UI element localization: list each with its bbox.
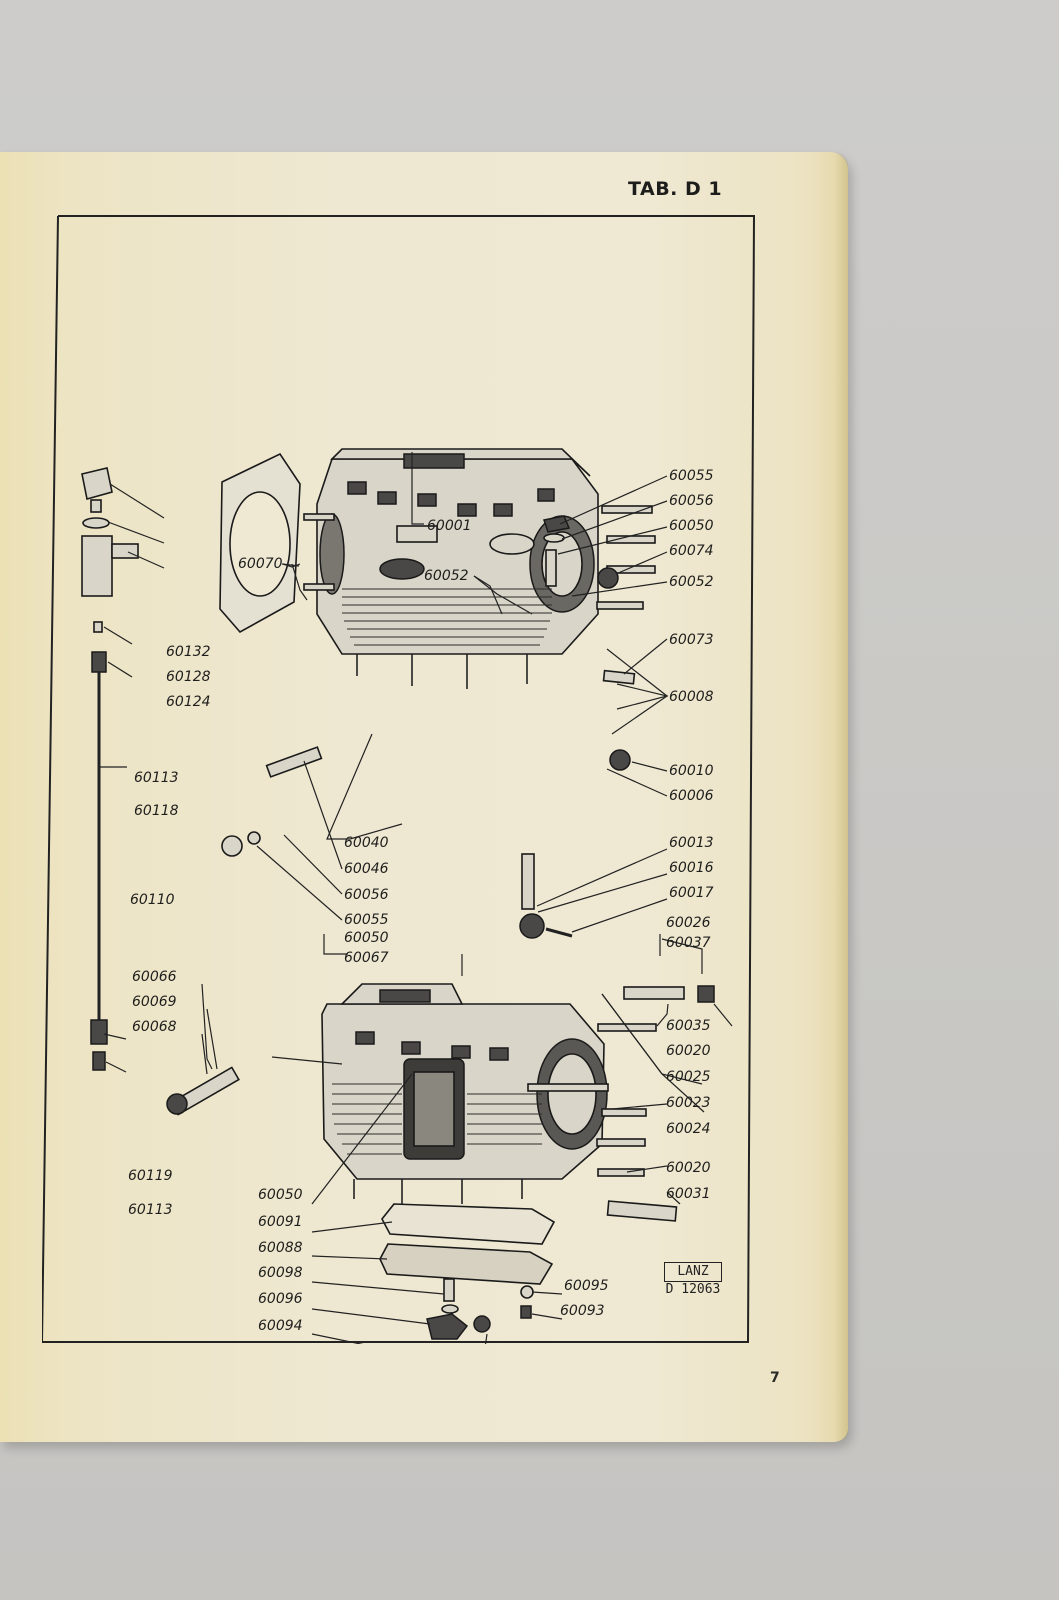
tab-label: TAB. D 1 <box>628 178 723 200</box>
part-label: 60001 <box>427 518 472 534</box>
part-labels-upper-center: 60001 60052 60070 <box>238 518 472 584</box>
part-label: 60024 <box>666 1121 711 1137</box>
page-edge-shading <box>834 152 848 1442</box>
part-label: 60119 <box>128 1168 173 1184</box>
part-label: 60010 <box>669 763 714 779</box>
part-label: 60073 <box>669 632 714 648</box>
part-label: 60046 <box>344 861 389 877</box>
lower-crankcase-illustration <box>321 983 657 1204</box>
part-label: 60110 <box>130 892 175 908</box>
part-label: 60017 <box>669 885 714 901</box>
frame-border <box>42 215 756 1343</box>
part-label: 60118 <box>134 803 179 819</box>
part-label: 60128 <box>166 669 211 685</box>
part-label: 60040 <box>344 835 389 851</box>
part-label: 60025 <box>666 1069 711 1085</box>
part-label: 60020 <box>666 1160 711 1176</box>
part-label: 60037 <box>666 935 711 951</box>
part-label: 60008 <box>669 689 714 705</box>
part-label: 60113 <box>128 1202 173 1218</box>
exploded-parts-diagram: 60055 60056 60050 60074 60052 60073 6000… <box>42 215 756 1344</box>
part-label: 60050 <box>344 930 389 946</box>
maker-mark-logo: LANZ <box>664 1262 722 1282</box>
part-label: 60016 <box>669 860 714 876</box>
part-label: 60095 <box>564 1278 609 1294</box>
part-label: 60050 <box>258 1187 303 1203</box>
part-label: 60056 <box>344 887 389 903</box>
part-label: 60013 <box>669 835 714 851</box>
part-label: 60098 <box>258 1265 303 1281</box>
part-label: 60124 <box>166 694 211 710</box>
fitting-assembly <box>81 467 139 1071</box>
part-label: 60035 <box>666 1018 711 1034</box>
part-label: 60113 <box>134 770 179 786</box>
part-labels-middle-right: 60013 60016 60017 60026 60037 60035 6002… <box>666 835 714 1202</box>
part-labels-upper-right: 60055 60056 60050 60074 60052 60073 6000… <box>669 468 714 804</box>
part-label: 60006 <box>669 788 714 804</box>
part-labels-middle-left: 60040 60046 60056 60055 60050 60067 <box>344 835 389 966</box>
gasket-60070 <box>219 452 301 634</box>
upper-crankcase-illustration <box>303 448 656 689</box>
part-label: 60069 <box>132 994 177 1010</box>
part-label: 60093 <box>560 1303 605 1319</box>
stud-and-nut-parts <box>221 515 636 939</box>
part-label: 60026 <box>666 915 711 931</box>
part-label: 60070 <box>238 556 283 572</box>
part-label: 60052 <box>424 568 469 584</box>
part-label: 60066 <box>132 969 177 985</box>
manual-page: TAB. D 1 <box>0 152 848 1442</box>
part-labels-bottom: 60050 60091 60088 60098 60096 60094 6009… <box>258 1187 609 1334</box>
part-label: 60056 <box>669 493 714 509</box>
part-label: 60023 <box>666 1095 711 1111</box>
part-label: 60067 <box>344 950 389 966</box>
page-number: 7 <box>770 1370 780 1386</box>
part-label: 60052 <box>669 574 714 590</box>
part-label: 60091 <box>258 1214 303 1230</box>
part-label: 60088 <box>258 1240 303 1256</box>
part-label: 60055 <box>344 912 389 928</box>
part-labels-lower-left: 60066 60069 60068 <box>132 969 177 1035</box>
part-label: 60094 <box>258 1318 303 1334</box>
part-labels-left-column: 60132 60128 60124 60113 60118 60110 6011… <box>128 644 211 1218</box>
drawing-frame: 60055 60056 60050 60074 60052 60073 6000… <box>42 214 762 1344</box>
part-label: 60020 <box>666 1043 711 1059</box>
part-label: 60074 <box>669 543 714 559</box>
part-label: 60096 <box>258 1291 303 1307</box>
part-label: 60068 <box>132 1019 177 1035</box>
drawing-number: D 12063 <box>665 1282 721 1297</box>
part-label: 60132 <box>166 644 211 660</box>
part-label: 60031 <box>666 1186 711 1202</box>
part-label: 60055 <box>669 468 714 484</box>
leader-lines <box>100 452 733 1344</box>
part-label: 60050 <box>669 518 714 534</box>
